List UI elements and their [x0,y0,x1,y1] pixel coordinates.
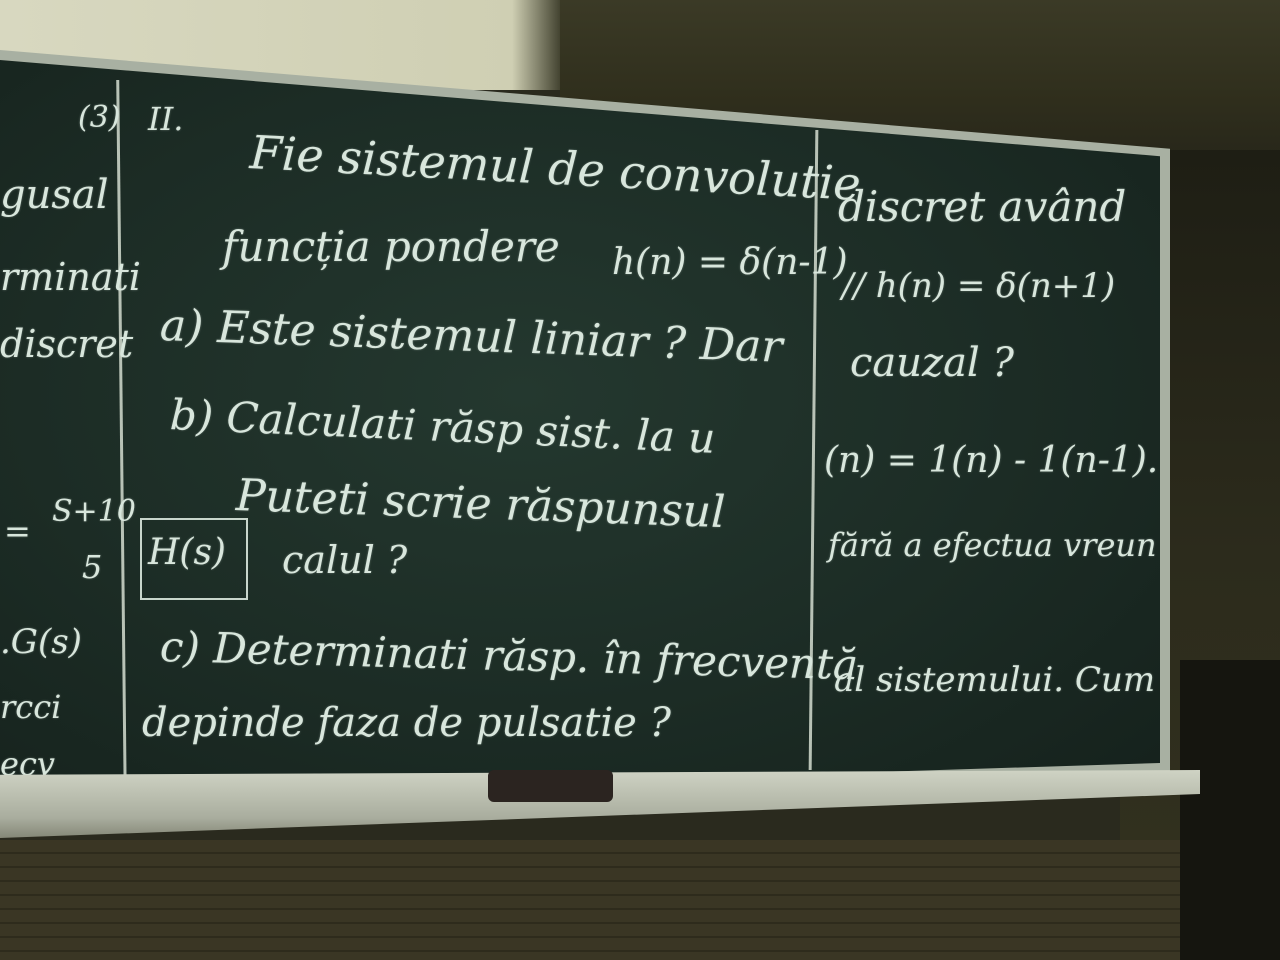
right-line-1: discret având [838,182,1127,231]
margin-text: rminati [0,255,141,299]
margin-text: 5 [82,548,103,586]
margin-text: S+10 [52,494,136,529]
margin-text: = [4,512,31,550]
right-line-c: al sistemului. Cum [834,660,1156,700]
right-line-a: cauzal ? [850,340,1014,386]
dark-cabinet [1180,660,1280,960]
blackboard [0,60,1160,800]
transfer-function-box [140,518,248,600]
right-line-b2: fără a efectua vreun [828,526,1157,564]
right-formula-h2: // h(n) = δ(n+1) [842,266,1116,306]
wood-paneling [0,840,1280,960]
formula-h1: h(n) = δ(n-1) [612,242,848,283]
margin-text: rcci [0,688,62,726]
item-c-line-2: depinde faza de pulsatie ? [142,700,671,746]
margin-text: gusal [0,172,109,218]
margin-text: .G(s) [0,622,82,662]
board-eraser [488,770,613,802]
transfer-function-label: H(s) [148,532,226,573]
right-line-b: (n) = 1(n) - 1(n-1). [824,440,1159,481]
margin-text: (3) [78,100,121,135]
margin-text: discret [0,322,134,366]
problem-line-2: funcția pondere [222,222,560,271]
item-b-line-3: calul ? [282,538,408,582]
problem-number: II. [148,100,184,138]
